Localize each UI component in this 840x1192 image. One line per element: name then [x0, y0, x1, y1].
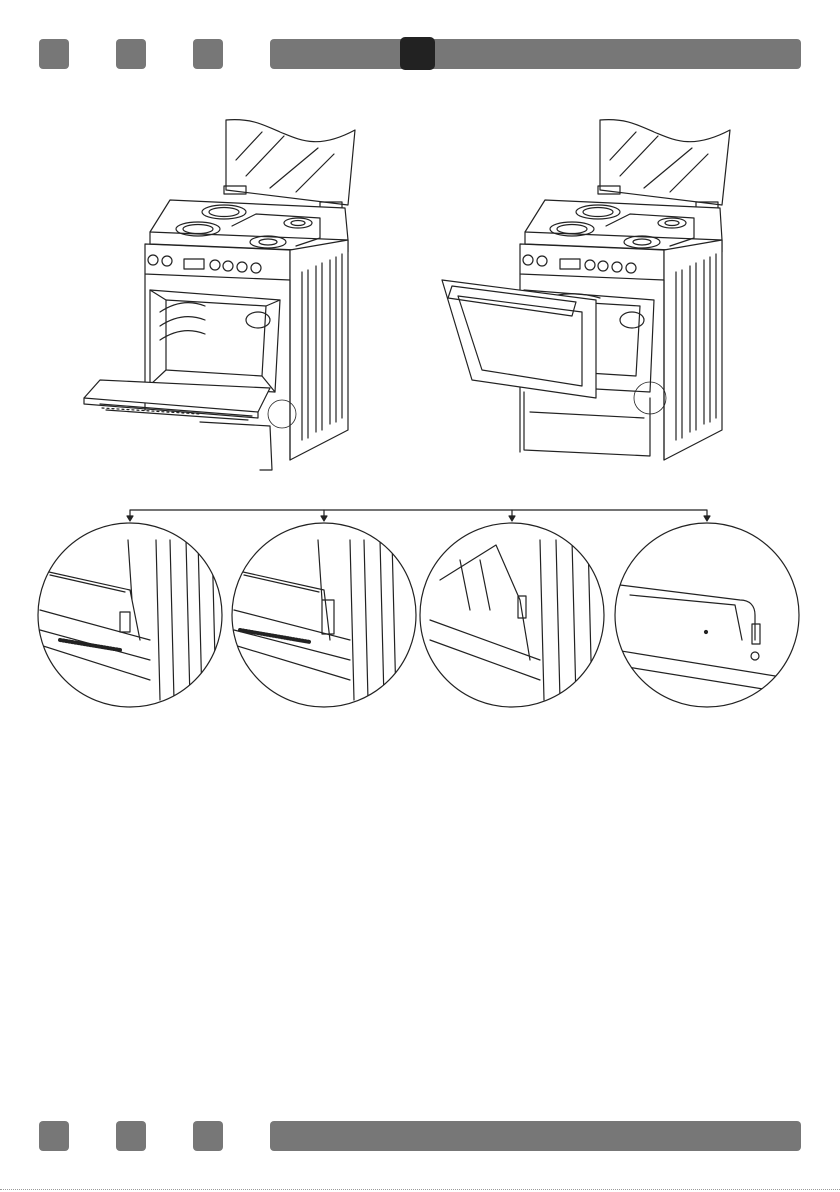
cooker-left — [84, 120, 355, 470]
detail-circle-1 — [38, 523, 222, 707]
footer-square-1 — [39, 1121, 69, 1151]
cooker-right — [442, 120, 730, 460]
detail-circle-3 — [420, 523, 604, 707]
detail-bracket — [127, 510, 710, 521]
detail-circle-2 — [232, 523, 416, 707]
footer-square-2 — [116, 1121, 146, 1151]
footer-square-3 — [193, 1121, 223, 1151]
detail-circle-4 — [615, 523, 800, 707]
footer-bar — [0, 1121, 840, 1151]
footer-strip — [270, 1121, 801, 1151]
page-edge-dotted-line — [0, 1189, 840, 1190]
